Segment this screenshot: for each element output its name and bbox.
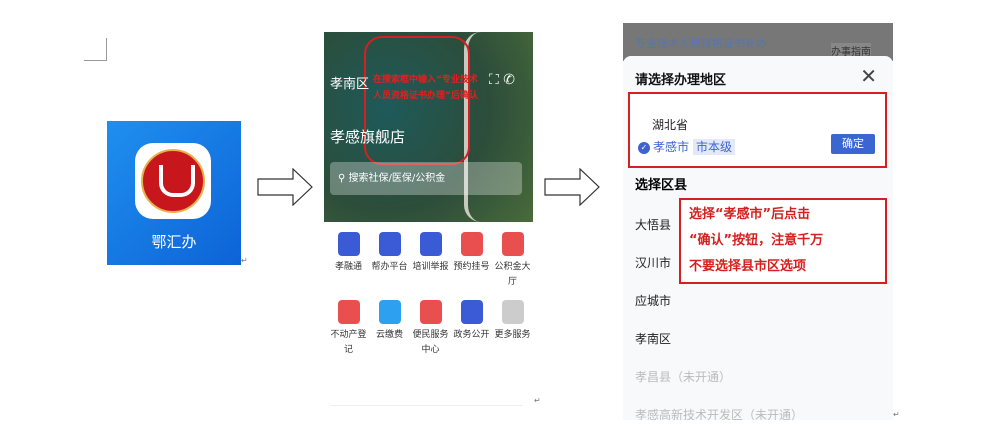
service-icon [337,232,360,256]
service-label: 便民服务中心 [412,330,449,355]
app-name: 鄂汇办 [151,233,197,251]
service-label: 帮办平台 [371,262,408,272]
selected-region-box: 湖北省 ✓孝感市市本级 确定 [628,92,887,168]
close-icon[interactable]: ✕ [860,64,877,88]
annotation-line: 不要选择县市区选项 [689,259,807,274]
city-item[interactable]: ✓孝感市市本级 [638,138,736,155]
city-label: 孝感市 [653,140,690,154]
province-item[interactable]: 湖北省 [652,118,689,132]
phone-icon[interactable]: ✆ [503,72,515,88]
search-input[interactable]: ⚲ 搜索社保/医保/公积金 [330,162,522,195]
check-icon: ✓ [638,141,650,154]
divider [330,405,523,406]
service-icon [501,232,524,256]
paragraph-mark: ↵ [241,256,248,265]
district-item[interactable]: 汉川市 [635,256,672,270]
location-selector[interactable]: 孝南区 [330,77,370,92]
service-title: 专业技术人员资格证书补办 [623,23,893,61]
service-label: 预约挂号 [453,262,490,272]
service-item[interactable]: 孝融通 [328,232,369,290]
service-label: 更多服务 [494,330,531,340]
annotation-line: “确认”按钮，注意千万 [689,233,824,248]
service-icon [460,232,483,256]
service-item[interactable]: 培训举报 [410,232,451,290]
service-icon [419,232,442,256]
page-corner-mark [84,38,107,61]
district-item[interactable]: 孝昌县（未开通） [635,370,732,384]
service-icon [460,300,483,324]
district-heading: 选择区县 [635,178,688,193]
paragraph-mark: ↵ [534,396,541,405]
search-icon: ⚲ [338,173,349,184]
paragraph-mark: ↵ [893,410,900,419]
arrow-right-icon [544,168,600,206]
annotation-line: 选择“孝感市”后点击 [689,207,811,222]
region-sheet: 请选择办理地区 ✕ 湖北省 ✓孝感市市本级 确定 选择区县 大悟县汉川市应城市孝… [623,56,893,420]
banner-image [324,32,533,222]
confirm-button[interactable]: 确定 [831,134,875,154]
service-icon [419,300,442,324]
service-label: 公积金大厅 [494,262,531,287]
service-icon [378,232,401,256]
service-icon [501,300,524,324]
annotation-box: 选择“孝感市”后点击 “确认”按钮，注意千万 不要选择县市区选项 [679,198,887,284]
district-item[interactable]: 大悟县 [635,218,672,232]
annotation-callout [364,36,470,165]
service-item[interactable]: 预约挂号 [451,232,492,290]
service-item[interactable]: 云缴费 [369,300,410,358]
arrow-right-icon [257,168,313,206]
service-label: 云缴费 [375,330,403,340]
district-item[interactable]: 孝感高新技术开发区（未开通） [635,408,804,420]
region-select-screen: 专业技术人员资格证书补办 办事指南 请选择办理地区 ✕ 湖北省 ✓孝感市市本级 … [623,23,893,420]
shop-title: 孝感旗舰店 [330,128,406,146]
guide-button[interactable]: 办事指南 [831,43,871,58]
service-item[interactable]: 不动产登记 [328,300,369,358]
service-label: 政务公开 [453,330,490,340]
app-icon-ehuiban: 鄂汇办 [107,121,241,265]
annotation-text: 在搜索框中输入“专业技术人员资格证书办理”后确认 [373,75,478,101]
service-label: 孝融通 [334,262,362,272]
app-logo [135,143,211,219]
district-item[interactable]: 孝南区 [635,332,672,346]
service-item[interactable]: 公积金大厅 [492,232,533,290]
service-grid: 孝融通帮办平台培训举报预约挂号公积金大厅不动产登记云缴费便民服务中心政务公开更多… [328,232,533,358]
service-item[interactable]: 便民服务中心 [410,300,451,358]
service-icon [337,300,360,324]
scan-icon[interactable]: ⛶ [489,72,499,88]
service-item[interactable]: 政务公开 [451,300,492,358]
service-item[interactable]: 更多服务 [492,300,533,358]
sheet-title: 请选择办理地区 [635,73,727,88]
service-item[interactable]: 帮办平台 [369,232,410,290]
city-tag: 市本级 [693,139,736,155]
search-placeholder: 搜索社保/医保/公积金 [348,173,446,184]
district-item[interactable]: 应城市 [635,294,672,308]
service-label: 不动产登记 [330,330,367,355]
service-label: 培训举报 [412,262,449,272]
service-icon [378,300,401,324]
